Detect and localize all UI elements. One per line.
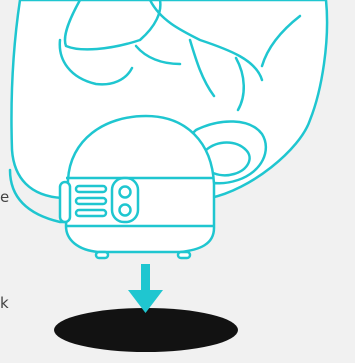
cropped-text-fragment-lower: k	[0, 294, 9, 312]
cropped-text-fragment-upper: e	[0, 188, 10, 206]
ground-shadow	[54, 308, 238, 352]
down-arrow-icon	[128, 264, 163, 313]
robot-icon	[58, 114, 216, 260]
